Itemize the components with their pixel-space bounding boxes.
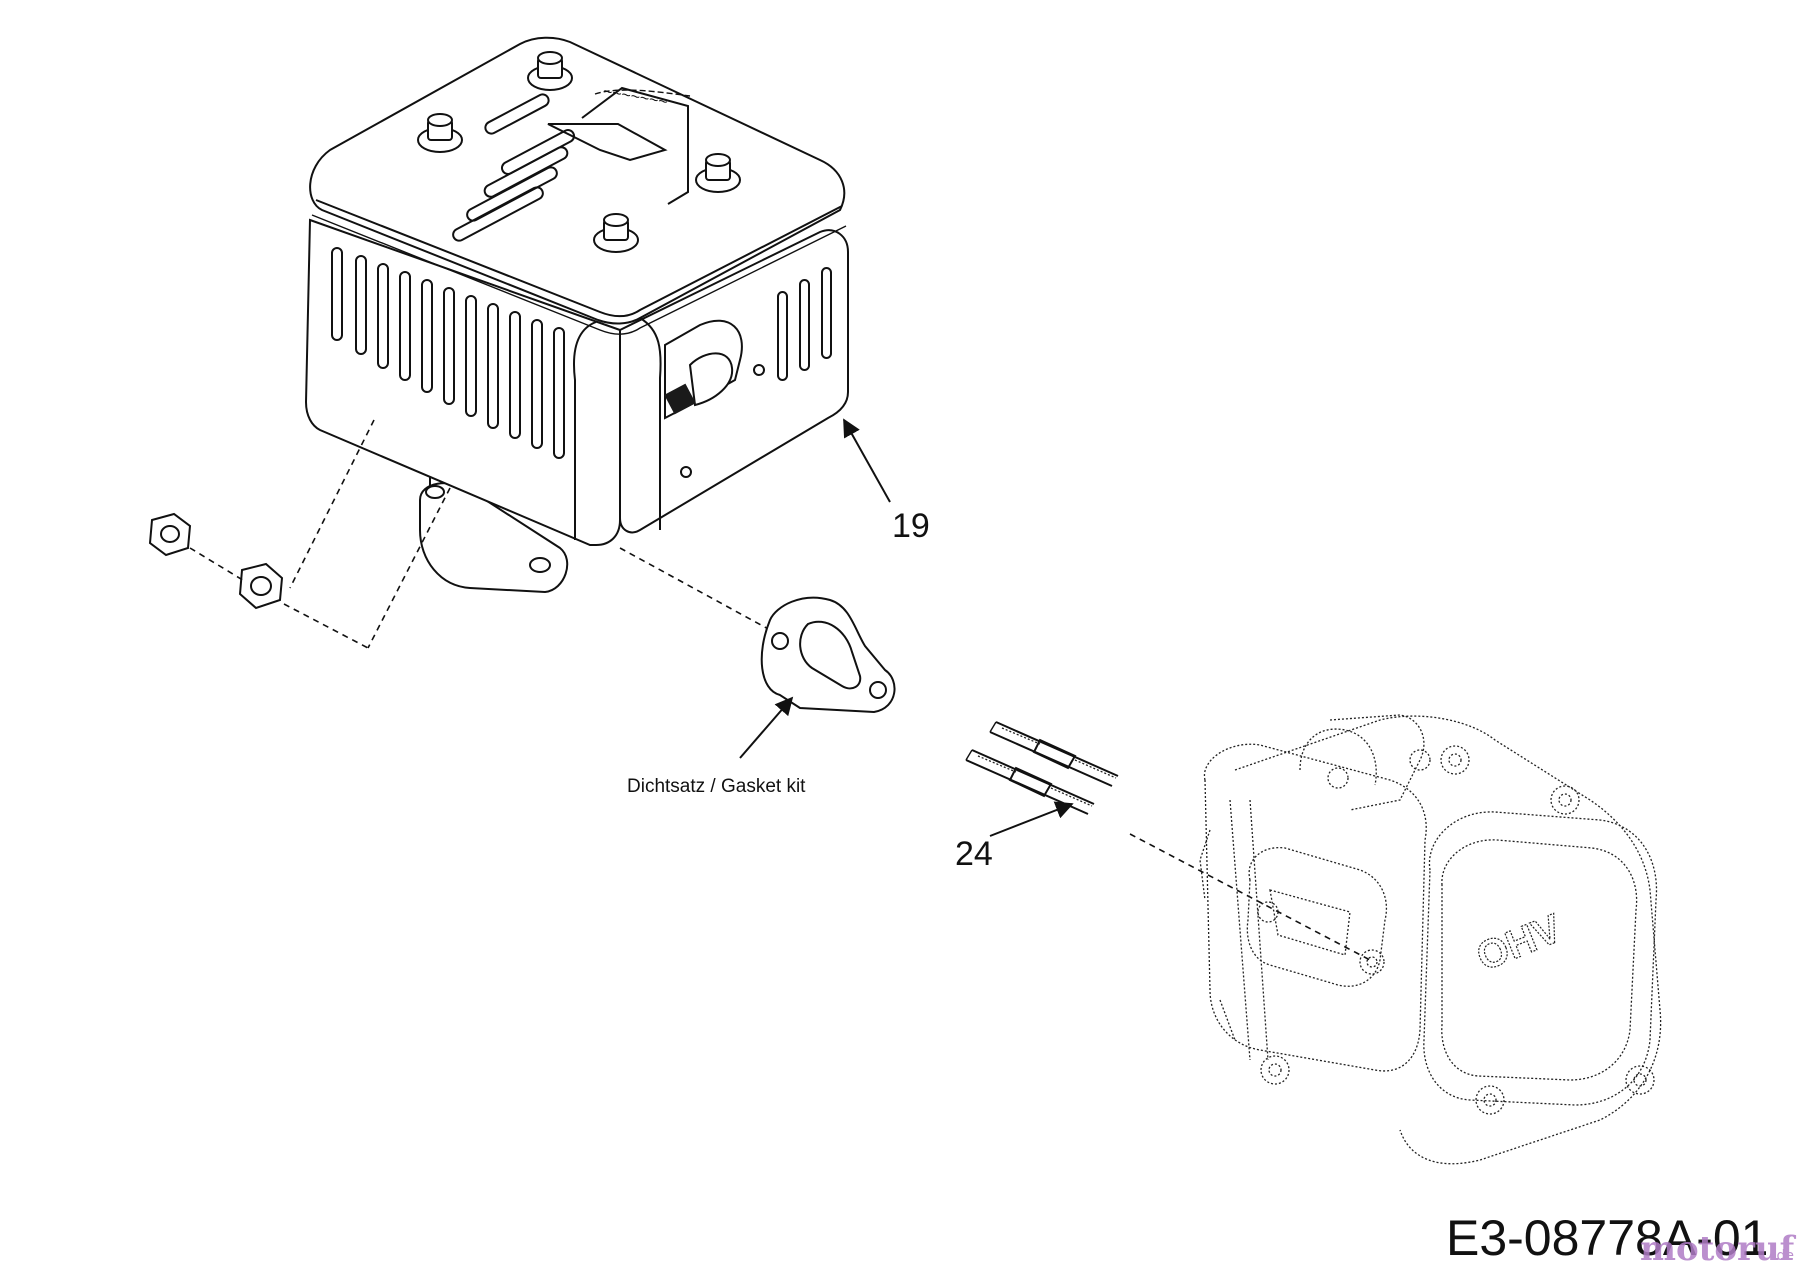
stud-1 xyxy=(989,721,1119,787)
stud-2 xyxy=(965,749,1095,815)
gasket-kit-label: Dichtsatz / Gasket kit xyxy=(627,776,806,797)
muffler-side-louvres xyxy=(777,267,832,381)
muffler-cover-bolts xyxy=(417,51,741,253)
muffler-front-face xyxy=(304,218,621,546)
callout-24: 24 xyxy=(955,835,993,873)
leader-arrow-gasket xyxy=(739,696,794,759)
hex-nut-1 xyxy=(148,512,192,557)
bolt-top-left xyxy=(527,51,573,91)
watermark-logo: motoruf .de xyxy=(1640,1229,1797,1269)
muffler-top-face xyxy=(309,36,846,325)
watermark-brand: motoruf xyxy=(1640,1229,1797,1269)
muffler-assembly: ~~~~~~~ xyxy=(304,36,849,594)
watermark-suffix: .de xyxy=(1772,1248,1794,1264)
engine-cylinder-head: OHV xyxy=(1199,714,1662,1165)
engine-cover-text: OHV xyxy=(1471,906,1568,979)
leader-arrow-19 xyxy=(843,418,891,503)
gasket xyxy=(760,596,896,714)
muffler-outlet xyxy=(664,319,765,478)
leader-arrows xyxy=(739,418,1074,837)
callout-19: 19 xyxy=(892,507,930,545)
bolt-mid-right xyxy=(695,153,741,193)
leader-arrow-24 xyxy=(989,801,1074,837)
muffler-front-louvres xyxy=(331,247,565,459)
drawing-code: E3-08778A-01 xyxy=(1446,1210,1768,1266)
studs xyxy=(965,721,1119,815)
bolt-bottom xyxy=(593,213,639,253)
bolt-mid-left xyxy=(417,113,463,153)
hex-nuts xyxy=(148,512,284,610)
hex-nut-2 xyxy=(238,562,284,610)
